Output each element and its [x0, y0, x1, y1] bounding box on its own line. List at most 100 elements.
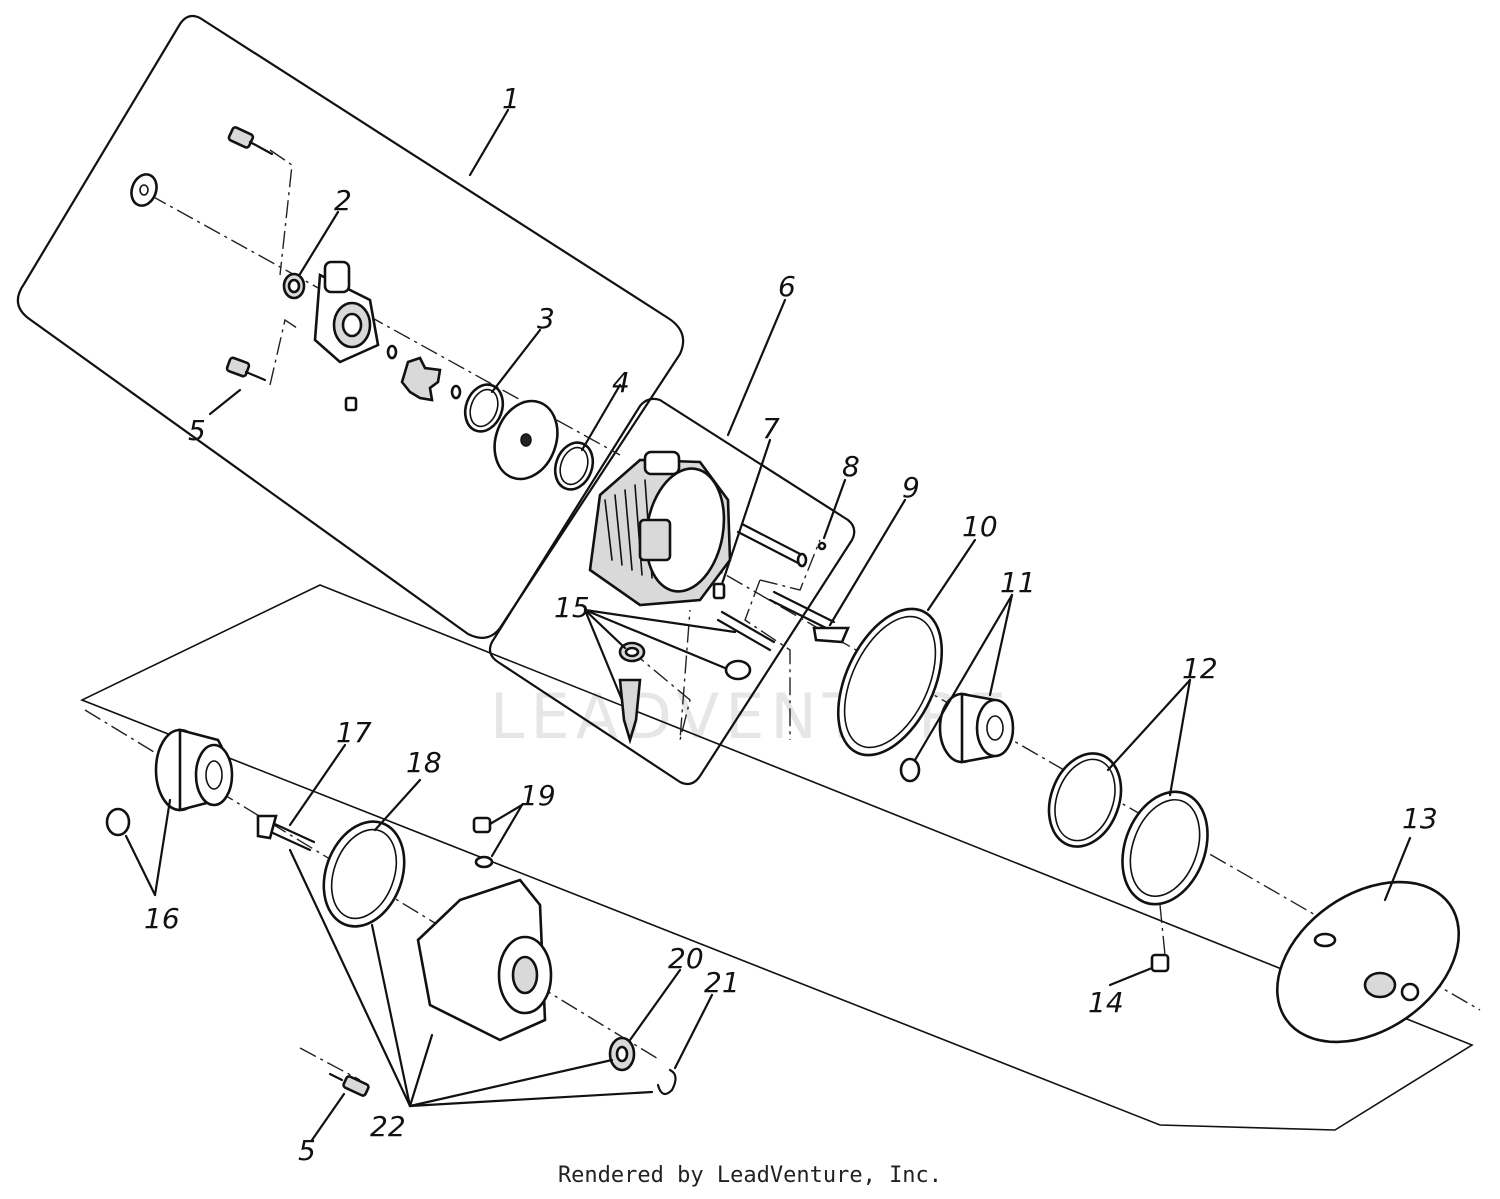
part-screw-5b — [328, 1072, 370, 1097]
part-seal-2 — [282, 272, 306, 300]
part-washer — [130, 173, 158, 207]
leader-5b — [310, 1092, 346, 1142]
leader-11a — [988, 593, 1014, 697]
leader-22d — [408, 1058, 614, 1108]
part-pin-small — [344, 396, 358, 412]
part-screw-lower — [225, 356, 267, 382]
callout-17: 17 — [336, 716, 372, 749]
part-pin-7 — [712, 582, 726, 600]
part-ball-8 — [817, 541, 827, 551]
leader-2 — [298, 210, 340, 276]
callout-6: 6 — [778, 270, 796, 303]
part-o-ring-4 — [553, 441, 595, 491]
part-ring-18 — [322, 820, 406, 928]
part-shaft-9 — [768, 590, 850, 644]
callout-16: 16 — [144, 902, 180, 935]
group-6-frame — [488, 397, 856, 786]
leader-16a — [124, 834, 157, 897]
part-collar-11 — [899, 692, 1015, 783]
leader-22b — [370, 923, 412, 1108]
part-screw-upper — [227, 126, 274, 156]
callout-7: 7 — [762, 412, 780, 445]
part-gear-housing — [588, 450, 732, 607]
axis-line-9 — [744, 579, 791, 740]
part-impeller — [400, 356, 442, 402]
leader-22e — [408, 1090, 654, 1108]
callout-9: 9 — [902, 471, 920, 504]
callout-3: 3 — [537, 302, 555, 335]
leader-13 — [1383, 836, 1412, 902]
callout-13: 13 — [1402, 802, 1438, 835]
part-dowel-pin — [736, 522, 808, 568]
part-collar-16 — [105, 728, 234, 837]
axis-line-8 — [759, 539, 821, 591]
part-bands-12 — [1047, 752, 1209, 906]
leader-15d — [583, 608, 624, 702]
part-pump-housing — [313, 260, 380, 364]
leader-6 — [726, 298, 787, 437]
leader-12a — [1106, 678, 1192, 772]
part-plate — [493, 399, 559, 481]
leader-22a — [288, 848, 412, 1108]
leader-14 — [1108, 966, 1154, 987]
leader-16b — [153, 798, 172, 897]
axis-line-15 — [629, 609, 691, 741]
part-parts-15 — [618, 610, 776, 745]
callout-18: 18 — [406, 746, 442, 779]
part-key-small — [386, 344, 398, 360]
axis-line-lower — [84, 709, 661, 1061]
callout-14: 14 — [1088, 986, 1124, 1019]
callout-12: 12 — [1182, 652, 1218, 685]
leader-19a — [488, 803, 524, 826]
leader-8 — [822, 478, 847, 540]
callout-2: 2 — [334, 184, 352, 217]
leader-12b — [1168, 678, 1192, 797]
part-bearing-20 — [608, 1036, 636, 1072]
callout-1: 1 — [502, 82, 520, 115]
leader-10 — [926, 538, 977, 612]
part-end-housing — [416, 878, 553, 1042]
callout-5b: 5 — [298, 1134, 316, 1167]
leader-15c — [583, 608, 727, 670]
leader-15b — [583, 608, 737, 634]
leader-11b — [913, 593, 1014, 762]
callout-20: 20 — [668, 942, 704, 975]
part-cover-13 — [1275, 880, 1461, 1044]
leader-5a — [208, 388, 242, 416]
leader-1 — [468, 108, 510, 177]
callout-21: 21 — [704, 966, 740, 999]
leader-4 — [580, 383, 622, 452]
leader-21 — [673, 993, 714, 1070]
leader-9 — [828, 498, 907, 627]
part-washer-small — [450, 384, 462, 400]
callout-22: 22 — [370, 1110, 406, 1143]
part-pin-14 — [1150, 953, 1170, 973]
part-plug-19 — [472, 816, 494, 869]
part-o-ring-3 — [463, 383, 505, 433]
leader-7 — [720, 438, 772, 586]
part-shaft-17 — [256, 814, 316, 852]
leader-15a — [583, 608, 627, 650]
part-o-ring-10 — [836, 607, 944, 757]
leader-17 — [288, 743, 347, 827]
leader-20 — [628, 968, 682, 1042]
part-clip-21 — [656, 1068, 677, 1096]
callout-19: 19 — [520, 779, 556, 812]
leader-3 — [490, 328, 542, 394]
callout-5a: 5 — [188, 414, 206, 447]
axis-line-5b — [299, 1047, 361, 1081]
callout-15: 15 — [554, 591, 590, 624]
callout-11: 11 — [1000, 566, 1036, 599]
callout-10: 10 — [962, 510, 998, 543]
leader-18 — [373, 778, 422, 832]
leader-22c — [408, 1033, 434, 1108]
axis-line-14 — [1159, 904, 1166, 956]
axis-line-screw-lower — [269, 318, 301, 386]
group-22-frame — [80, 584, 1474, 1131]
axis-line-screw-upper — [269, 149, 293, 276]
group-1-frame — [16, 14, 685, 639]
leader-19b — [490, 803, 524, 858]
footer-credit: Rendered by LeadVenture, Inc. — [557, 1163, 943, 1188]
callout-4: 4 — [612, 366, 630, 399]
